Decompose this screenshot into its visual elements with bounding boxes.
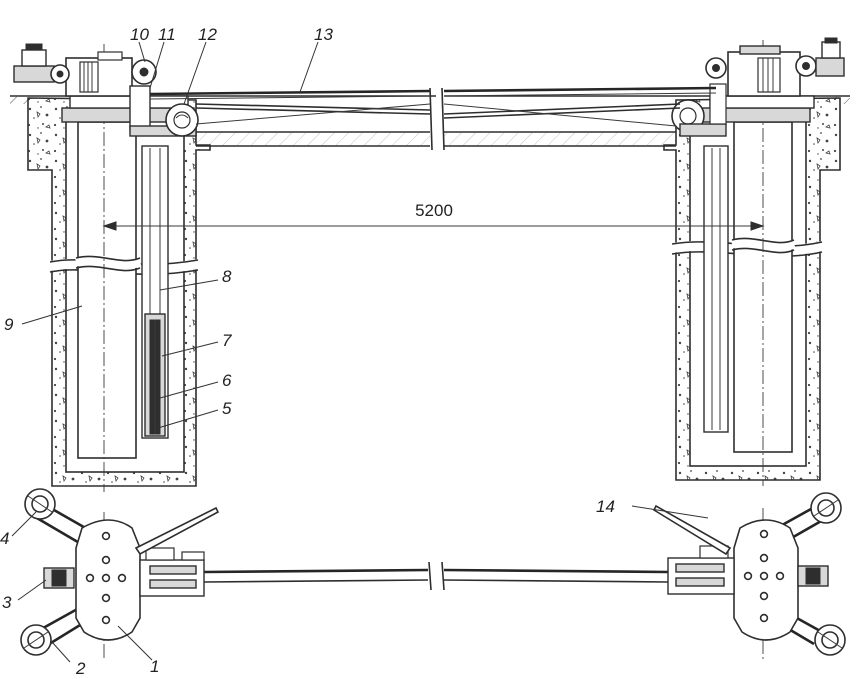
callout-5: 5 — [222, 399, 232, 418]
dimension-label: 5200 — [415, 201, 453, 220]
callout-labels: 10 11 12 13 8 7 6 5 9 4 3 2 1 14 — [0, 25, 615, 678]
right-head-assembly — [671, 37, 845, 137]
callout-13: 13 — [314, 25, 333, 44]
callout-7: 7 — [222, 331, 232, 350]
plan-break-marks — [428, 561, 445, 591]
left-plan-view — [20, 488, 429, 656]
callout-10: 10 — [130, 25, 149, 44]
callout-11: 11 — [158, 25, 176, 44]
left-guide-cylinder — [141, 145, 169, 439]
callout-14: 14 — [596, 497, 615, 516]
right-plan-view — [443, 492, 846, 656]
callout-1: 1 — [150, 657, 159, 676]
callout-4: 4 — [0, 529, 9, 548]
right-guide-tube — [703, 145, 729, 433]
callout-3: 3 — [2, 593, 12, 612]
callout-8: 8 — [222, 267, 232, 286]
sync-chain — [149, 86, 717, 151]
left-plunger — [74, 121, 142, 459]
callout-leaders — [11, 41, 709, 663]
callout-2: 2 — [75, 659, 86, 678]
callout-9: 9 — [4, 315, 14, 334]
callout-12: 12 — [198, 25, 217, 44]
span-dimension: 5200 — [102, 201, 765, 231]
callout-6: 6 — [222, 371, 232, 390]
